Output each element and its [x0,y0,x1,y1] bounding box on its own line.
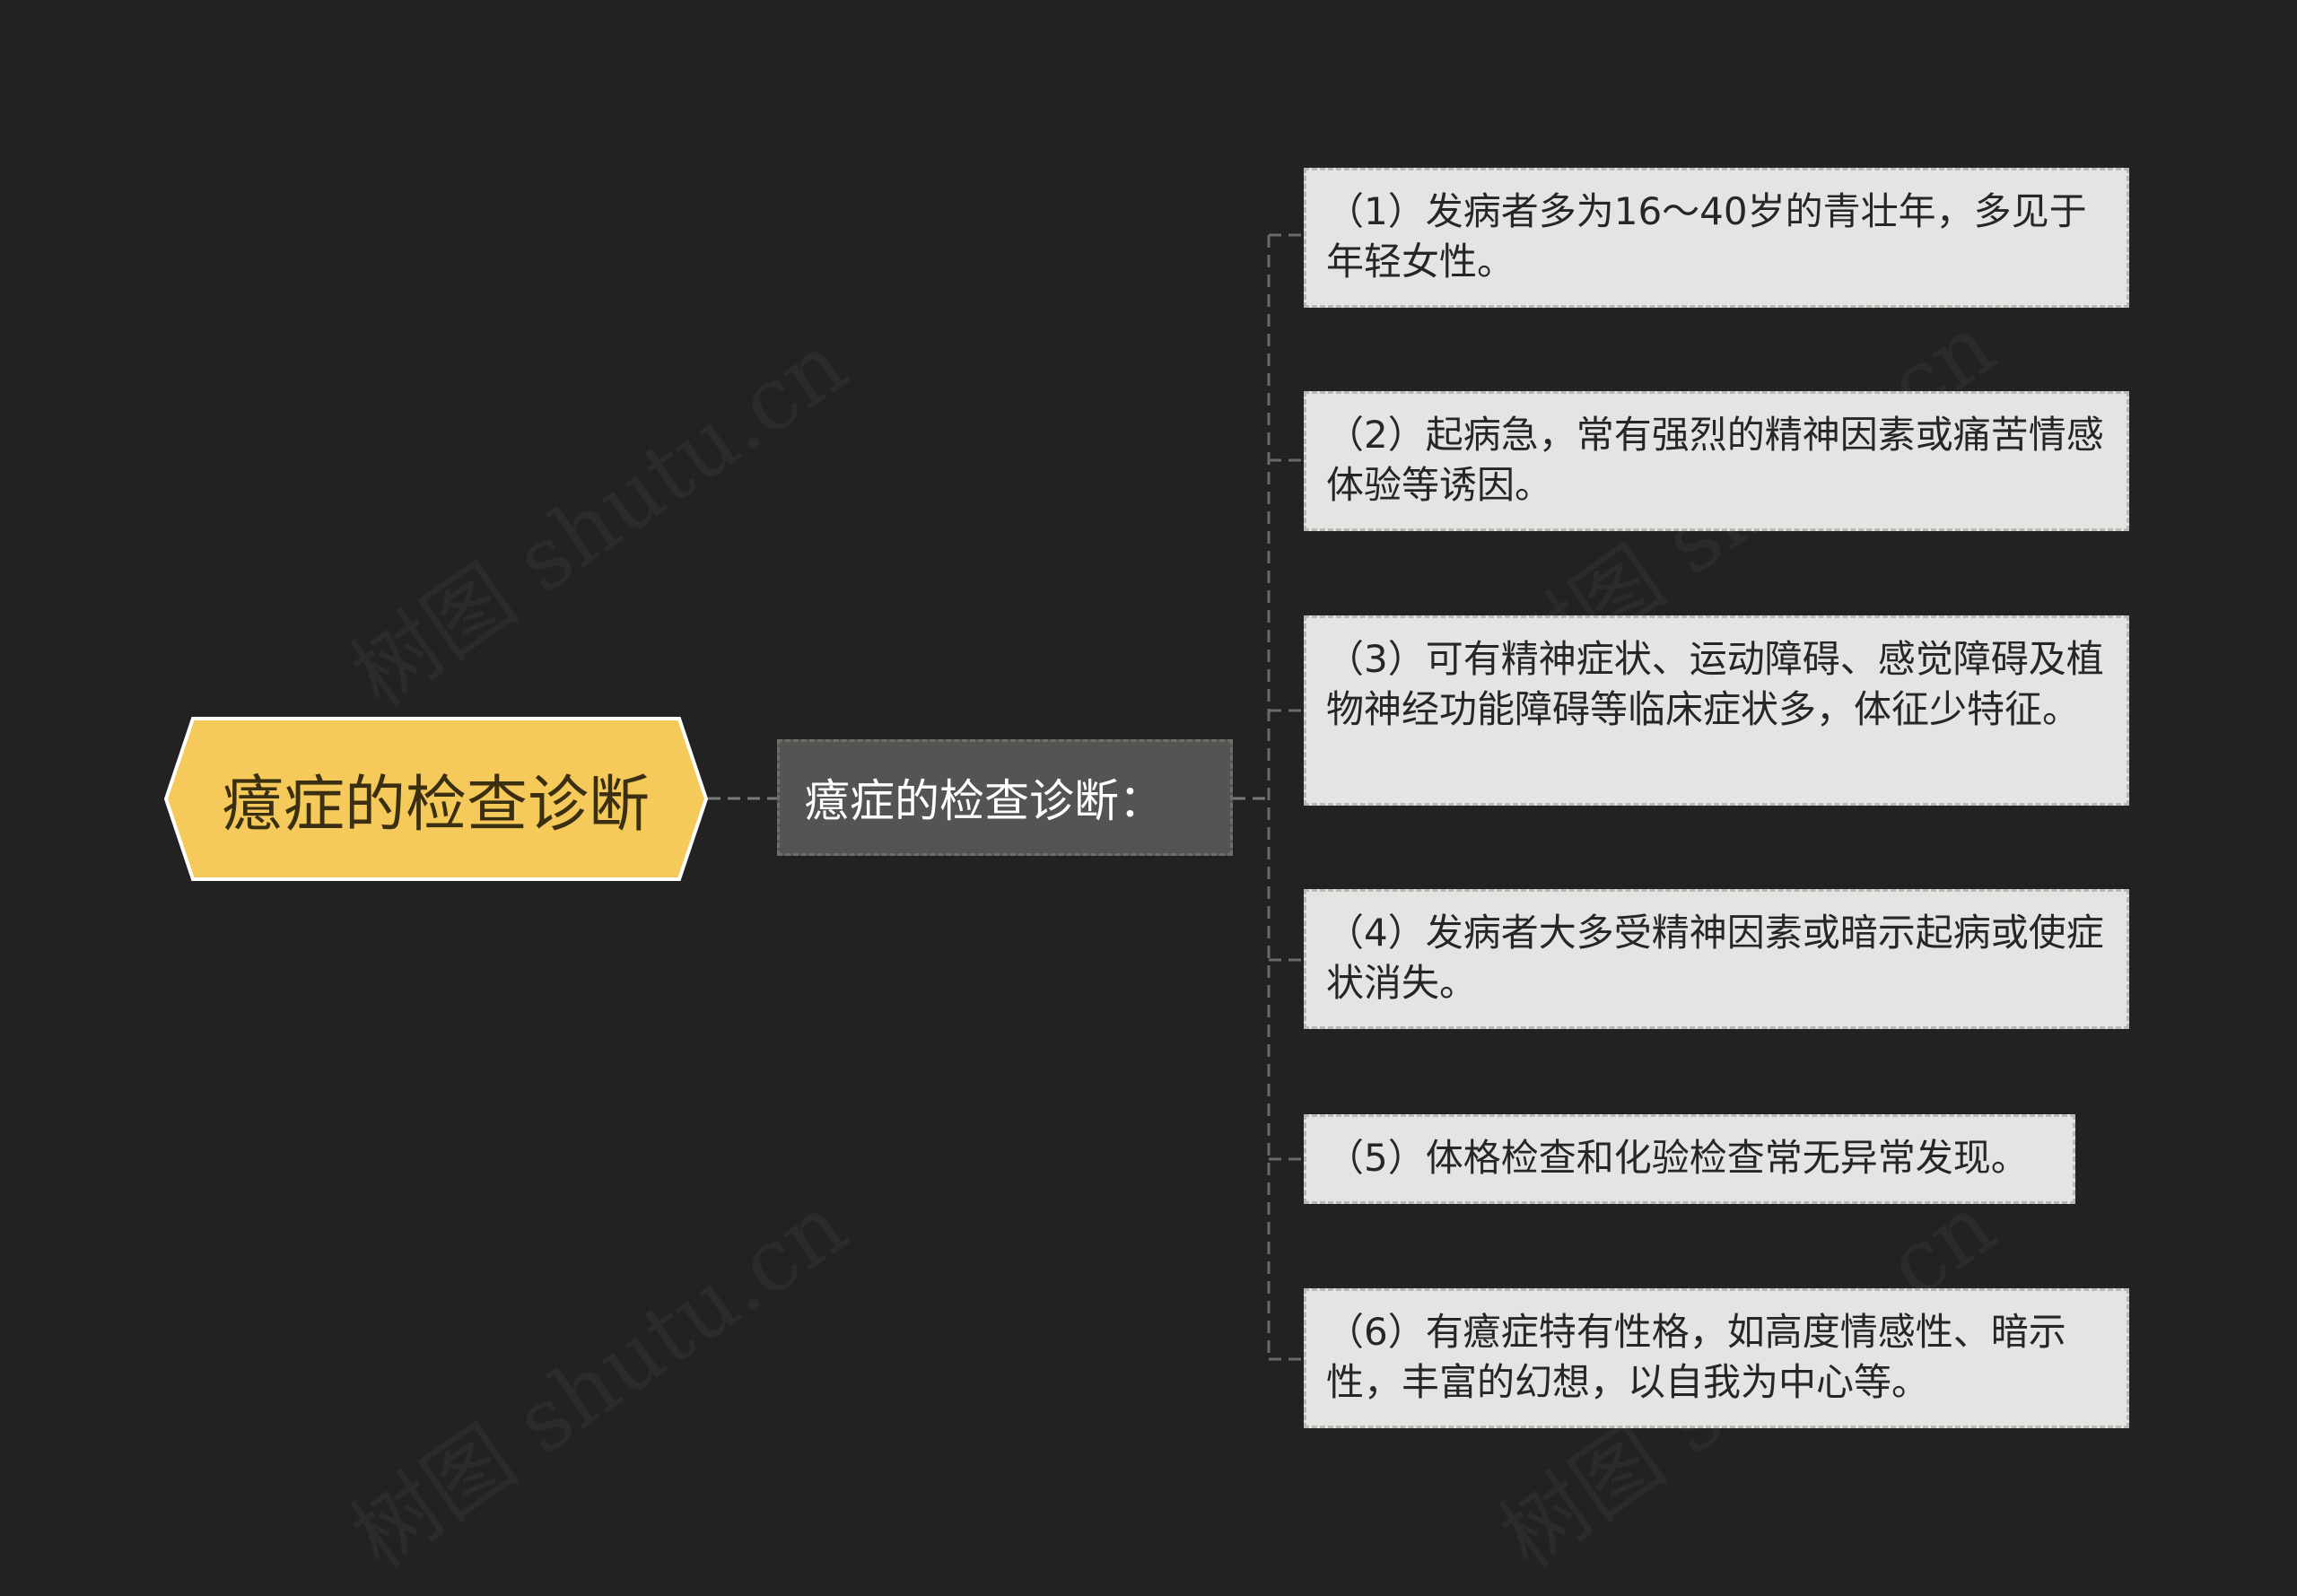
leaf-node-2[interactable]: （2）起病急，常有强烈的精神因素或痛苦情感体验等诱因。 [1304,391,2129,531]
mid-node-label: 癔症的检查诊断： [805,775,1164,827]
leaf-node-6[interactable]: （6）有癔症特有性格，如高度情感性、暗示性，丰富的幻想，以自我为中心等。 [1304,1288,2129,1428]
leaf-node-text: （5）体格检查和化验检查常无异常发现。 [1326,1136,2029,1180]
leaf-node-4[interactable]: （4）发病者大多受精神因素或暗示起病或使症状消失。 [1304,889,2129,1029]
leaf-node-text: （4）发病者大多受精神因素或暗示起病或使症状消失。 [1326,911,2104,1005]
watermark: 树图 shutu.cn [323,298,867,730]
leaf-node-text: （2）起病急，常有强烈的精神因素或痛苦情感体验等诱因。 [1326,413,2104,507]
mid-node[interactable]: 癔症的检查诊断： [777,739,1233,856]
leaf-node-3[interactable]: （3）可有精神症状、运动障碍、感觉障碍及植物神经功能障碍等临床症状多，体征少特征… [1304,615,2129,806]
leaf-node-text: （6）有癔症特有性格，如高度情感性、暗示性，丰富的幻想，以自我为中心等。 [1326,1310,2066,1404]
root-node[interactable]: 癔症的检查诊断 [164,717,708,881]
leaf-node-text: （1）发病者多为16～40岁的青壮年，多见于年轻女性。 [1326,189,2087,283]
leaf-node-1[interactable]: （1）发病者多为16～40岁的青壮年，多见于年轻女性。 [1304,168,2129,308]
watermark: 树图 shutu.cn [323,1159,867,1592]
root-node-label: 癔症的检查诊断 [222,770,650,841]
leaf-node-text: （3）可有精神症状、运动障碍、感觉障碍及植物神经功能障碍等临床症状多，体征少特征… [1326,637,2104,731]
leaf-node-5[interactable]: （5）体格检查和化验检查常无异常发现。 [1304,1114,2075,1204]
hexagon-shape [164,717,708,881]
